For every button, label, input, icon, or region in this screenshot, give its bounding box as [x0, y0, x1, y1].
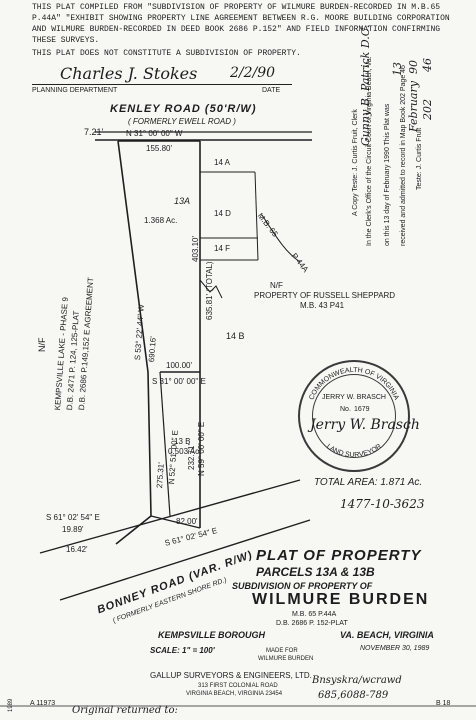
- plat-borough: KEMPSVILLE BOROUGH: [158, 630, 266, 640]
- kenley-road-former: ( FORMERLY EWELL ROAD ): [128, 117, 236, 126]
- handwritten-phone: 685,6088-789: [318, 690, 389, 701]
- parcel-14b-label: 14 B: [226, 331, 245, 341]
- plat-owner: WILMURE BURDEN: [252, 591, 430, 608]
- plat-ref-2: D.B. 2686 P. 152-PLAT: [276, 620, 348, 627]
- bonney-road-line-south: [59, 519, 311, 601]
- header-line-4: THESE SURVEYS.: [32, 36, 100, 45]
- header-line-3: AND WILMURE BURDEN-RECORDED IN DEED BOOK…: [32, 25, 441, 34]
- plat-title: PLAT OF PROPERTY: [256, 547, 422, 564]
- edge-number: 1989: [8, 698, 14, 712]
- dim-721: 7.21': [84, 127, 104, 137]
- signature-line: [32, 84, 292, 85]
- parcel-14-east-line: [254, 171, 259, 261]
- approval-date-handwritten: 2/2/90: [230, 65, 276, 81]
- planning-signature: Charles J. Stokes: [60, 64, 198, 83]
- company-address-2: VIRGINIA BEACH, VIRGINIA 23454: [186, 691, 283, 697]
- mid-length: 100.00': [166, 361, 192, 370]
- corner-dim: 16.42': [66, 545, 88, 554]
- bonney-road-line-north: [39, 479, 301, 554]
- nf-east: N/F: [270, 281, 283, 290]
- mb65-leader: [261, 214, 301, 263]
- top-bearing: N 31° 00' 00" W: [126, 129, 183, 138]
- record-number: 1477-10-3623: [340, 497, 425, 511]
- plat-city: VA. BEACH, VIRGINIA: [340, 630, 434, 640]
- mid-bearing: S 31° 00' 00" E: [152, 377, 206, 386]
- plat-parcels: PARCELS 13A & 13B: [256, 565, 375, 579]
- parcel-13b-label: 13 B: [174, 437, 191, 446]
- parcel-14f-label: 14 F: [214, 244, 231, 253]
- job-number: A 11973: [30, 700, 56, 707]
- plat-subdivision: SUBDIVISION OF PROPERTY OF: [232, 581, 373, 591]
- sw-bearing: S 61° 02' 54" E: [46, 513, 100, 522]
- kenley-road-label: KENLEY ROAD (50'R/W): [110, 103, 257, 115]
- seal-number: 1679: [354, 406, 370, 413]
- parcel-13a-label: 13A: [174, 196, 191, 206]
- total-area: TOTAL AREA: 1.871 Ac.: [314, 477, 423, 488]
- header-line-2: P.44A" "EXHIBIT SHOWING PROPERTY LINE AG…: [32, 14, 450, 23]
- handwritten-note: Bnsyskra/wcrawd: [312, 675, 402, 686]
- sheppard-ref: M.B. 43 P41: [300, 301, 345, 310]
- seal-signature: Jerry W. Brasch: [310, 417, 420, 433]
- planning-dept-label: PLANNING DEPARTMENT: [32, 87, 118, 94]
- surveyor-seal: [298, 360, 410, 472]
- sw-length: 19.89': [62, 525, 84, 534]
- header-line-1: THIS PLAT COMPILED FROM "SUBDIVISION OF …: [32, 3, 441, 12]
- parcel-14a-label: 14 A: [214, 158, 231, 167]
- sheet-number: B 18: [436, 700, 451, 707]
- seal-ring-bottom: LAND SURVEYOR: [325, 443, 383, 459]
- top-length: 155.80': [146, 144, 172, 153]
- seal-number-label: No.: [340, 406, 351, 413]
- plat-ref-1: M.B. 65 P.44A: [292, 611, 337, 618]
- disclaimer: THIS PLAT DOES NOT CONSTITUTE A SUBDIVIS…: [32, 49, 301, 58]
- svg-text:LAND SURVEYOR: LAND SURVEYOR: [325, 443, 383, 459]
- boundary-south: [150, 515, 201, 529]
- plat-scale: SCALE: 1" = 100': [150, 646, 215, 655]
- bottom-handwritten: Original returned to:: [72, 705, 178, 716]
- made-for-label: MADE FOR: [266, 648, 298, 654]
- made-for-name: WILMURE BURDEN: [258, 656, 314, 662]
- company-name: GALLUP SURVEYORS & ENGINEERS, LTD.: [150, 671, 312, 680]
- parcel-13b-west: [159, 371, 171, 517]
- date-label: DATE: [262, 87, 281, 94]
- parcel-13b-area: 0.503 Ac.: [168, 447, 202, 456]
- bottom-length: 82.00': [176, 517, 198, 526]
- hatch-marks: [199, 279, 223, 299]
- sheppard-label: PROPERTY OF RUSSELL SHEPPARD: [254, 291, 396, 300]
- seal-name: JERRY W. BRASCH: [322, 394, 386, 401]
- parcel-13a-area: 1.368 Ac.: [144, 216, 178, 225]
- parcel-14d-label: 14 D: [214, 209, 231, 218]
- boundary-west: [115, 140, 152, 545]
- company-address-1: 313 FIRST COLONIAL ROAD: [198, 683, 278, 689]
- plat-date: NOVEMBER 30, 1989: [360, 645, 430, 652]
